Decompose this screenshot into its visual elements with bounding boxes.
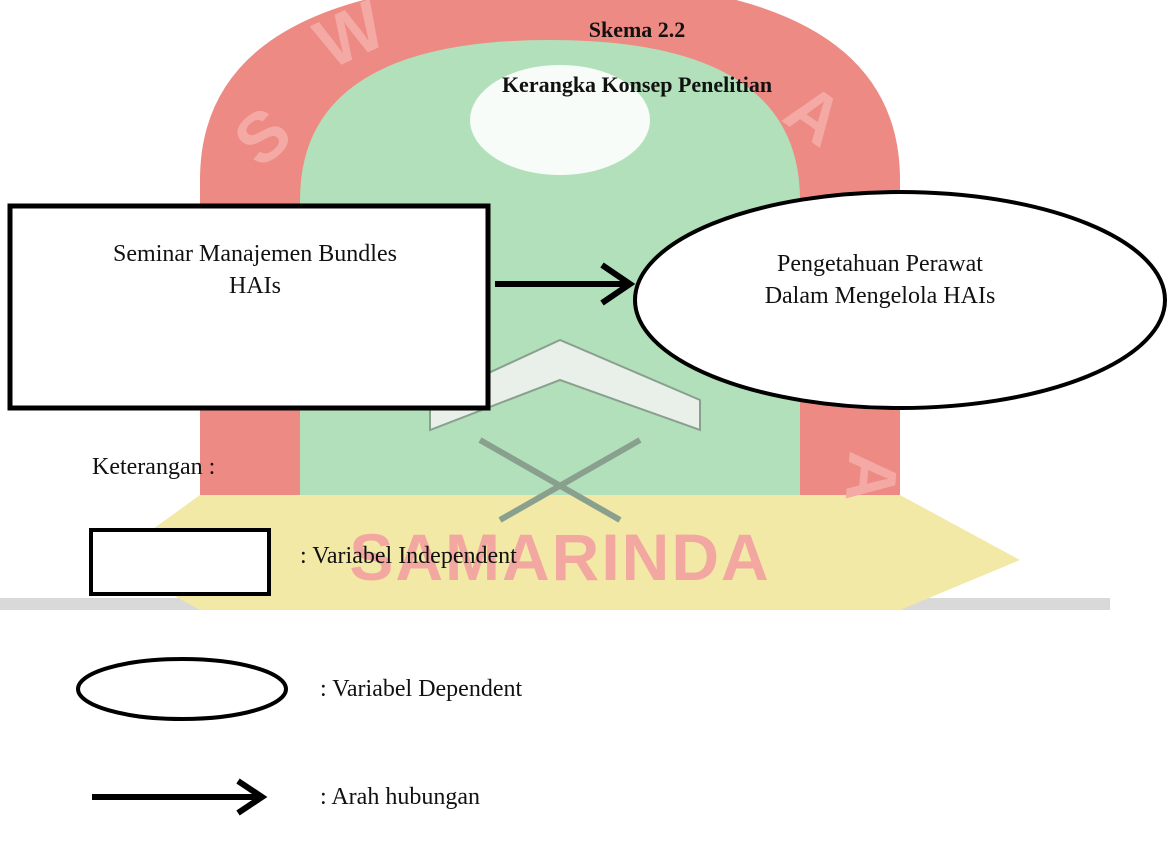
watermark-letter-icon: A (831, 449, 913, 506)
relationship-arrow-icon (495, 262, 636, 306)
independent-variable-box (7, 203, 491, 411)
legend-box-icon (89, 528, 271, 596)
logo-watermark: S E W A H A SAMARINDA (0, 0, 1110, 610)
legend-arrow-label: : Arah hubungan (320, 784, 480, 810)
dependent-variable-label: Pengetahuan Perawat Dalam Mengelola HAIs (660, 248, 1100, 312)
dependent-variable-ellipse (633, 190, 1167, 410)
legend-independent-label: : Variabel Independent (300, 543, 517, 569)
legend-title: Keterangan : (92, 454, 216, 480)
watermark-green-arch (300, 40, 800, 560)
legend-arrow-icon (92, 778, 268, 816)
independent-line-1: Seminar Manajemen Bundles (113, 241, 397, 267)
watermark-tree-icon (470, 65, 650, 175)
watermark-yellow-banner (110, 495, 1020, 610)
dependent-line-1: Pengetahuan Perawat (777, 251, 983, 277)
independent-line-2: HAIs (229, 273, 281, 299)
watermark-cross-icon (478, 437, 642, 523)
dependent-line-2: Dalam Mengelola HAIs (764, 283, 996, 309)
legend-ellipse-icon (76, 657, 288, 721)
legend-dependent-label: : Variabel Dependent (320, 676, 523, 702)
watermark-banner-text: SAMARINDA (349, 520, 770, 594)
schema-number: Skema 2.2 (588, 17, 686, 42)
independent-variable-label: Seminar Manajemen Bundles HAIs (40, 238, 470, 302)
page-title: Kerangka Konsep Penelitian (501, 72, 773, 97)
